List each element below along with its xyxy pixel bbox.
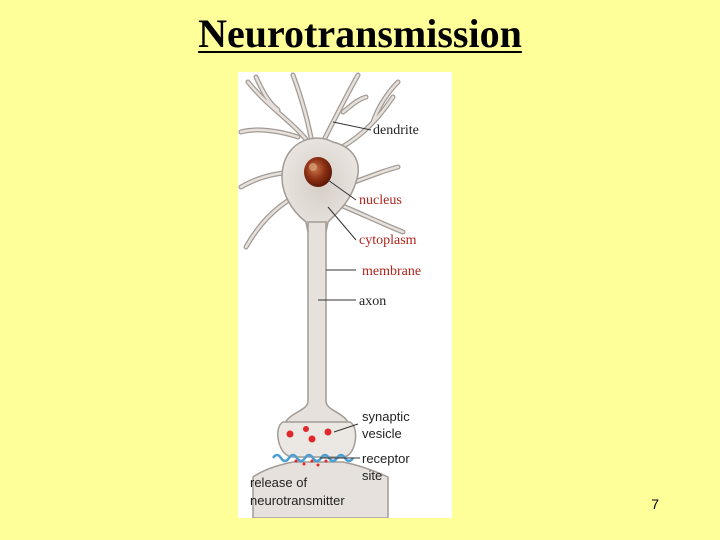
dendrite-label: dendrite <box>373 123 419 138</box>
axon-terminal <box>277 421 357 458</box>
neuron-diagram-svg: dendrite nucleus cytoplasm membrane axon… <box>238 72 421 518</box>
axon-label: axon <box>359 294 386 309</box>
vesicle <box>286 430 294 438</box>
vesicle <box>324 428 332 436</box>
axon-shaft <box>282 221 351 433</box>
postsynaptic-membrane <box>252 461 389 518</box>
receptor-site-label-line1: receptor <box>362 451 410 466</box>
release-label-line1: release of <box>250 475 307 490</box>
receptor-site-label-line2: site <box>362 468 382 483</box>
membrane-label: membrane <box>362 264 421 279</box>
neuron-diagram: dendrite nucleus cytoplasm membrane axon… <box>238 72 452 518</box>
slide-title-text: Neurotransmission <box>198 11 522 56</box>
synaptic-vesicles <box>286 426 332 443</box>
cytoplasm-label: cytoplasm <box>359 233 417 248</box>
receptor-sites <box>271 453 355 463</box>
nucleus <box>304 157 332 187</box>
leader-lines <box>318 121 372 459</box>
slide-title: Neurotransmission <box>0 10 720 58</box>
page-number: 7 <box>651 496 659 512</box>
vesicle <box>308 435 316 443</box>
release-label-line2: neurotransmitter <box>250 493 345 508</box>
dendrite-branch <box>370 79 401 125</box>
released-neurotransmitter <box>294 459 328 467</box>
vesicle <box>303 426 309 432</box>
synaptic-vesicle-label-line2: vesicle <box>362 426 402 441</box>
nucleus-label: nucleus <box>359 193 402 208</box>
synaptic-vesicle-label-line1: synaptic <box>362 409 410 424</box>
nucleolus <box>309 163 317 171</box>
